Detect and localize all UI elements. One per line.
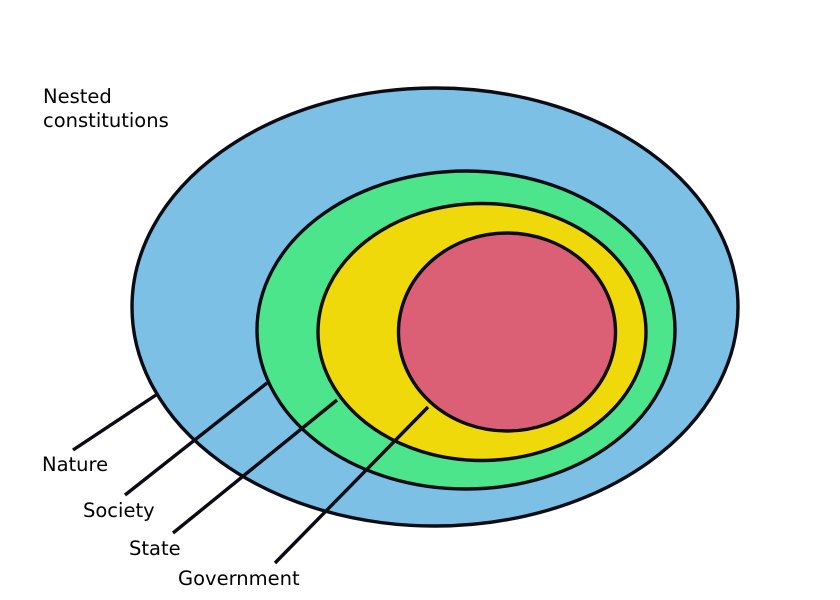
government-leader-line: [273, 405, 430, 565]
nature-label: Nature: [42, 453, 108, 476]
government-label: Government: [178, 567, 300, 590]
diagram-title-line-1: Nested: [43, 85, 112, 108]
government-ring-ellipse: [396, 231, 618, 433]
state-label: State: [129, 537, 181, 560]
state-leader-line: [171, 398, 339, 535]
nature-leader-line: [72, 393, 157, 452]
society-leader-line: [123, 381, 269, 497]
society-label: Society: [83, 499, 155, 522]
diagram-title-line-2: constitutions: [43, 109, 169, 132]
